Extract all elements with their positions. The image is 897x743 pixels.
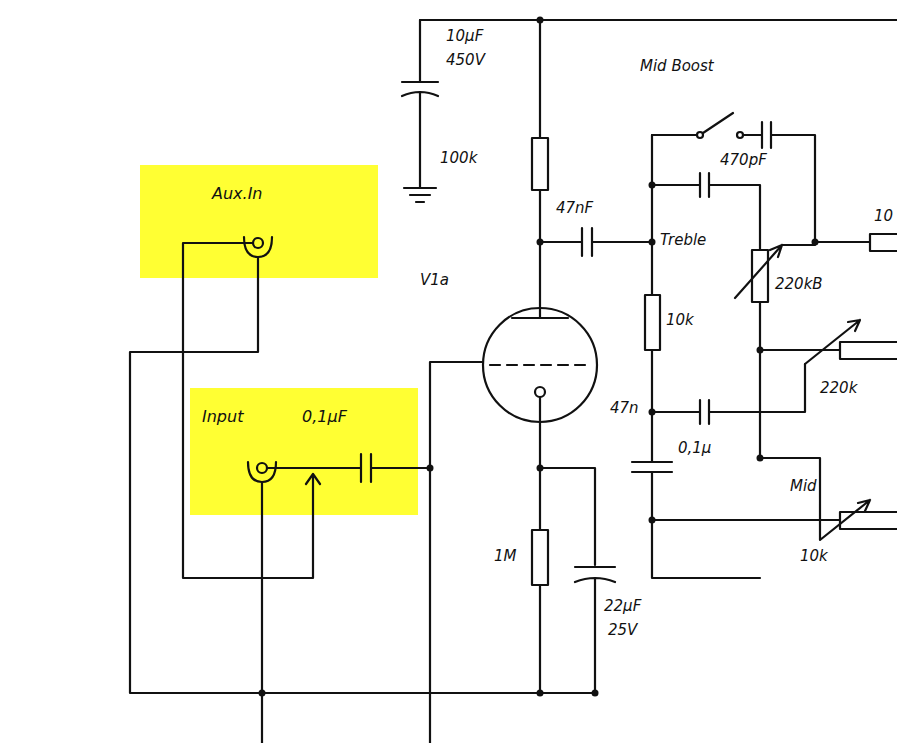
jack-symbol [253,238,263,248]
jack-wire [183,243,258,278]
component-value: 47n [610,400,639,417]
component-value: Mid [790,478,817,495]
junction-dot [649,517,656,524]
jack-drawing [140,165,378,278]
component-value: Mid Boost [640,58,714,75]
coupling-capacitor [540,228,652,256]
jack-label: Aux.In [212,185,263,203]
potentiometer-symbol [840,342,897,359]
tube-grid [490,364,590,366]
component-value: 25V [608,622,637,639]
component-value: 450V [446,52,485,69]
jack-symbol [244,237,272,257]
potentiometer-symbol [840,512,897,529]
component-value: 10k [800,548,828,565]
junction-dot [537,690,544,697]
bass-wire [652,350,840,424]
component-value: 220k [820,380,857,397]
junction-dot [649,182,656,189]
mid-wire [760,458,870,540]
treble-capacitor [652,173,760,458]
resistor-symbol [532,138,548,190]
jack-symbol [257,463,267,473]
jack-wire [262,454,418,515]
component-value: 470pF [720,152,767,169]
component-value: 47nF [556,200,593,217]
capacitor-value: 0,1μF [302,408,347,426]
component-value: 1M [494,548,517,565]
junction-dot [259,690,266,697]
tone-stack-wire [632,135,840,578]
component-value: V1a [420,272,449,289]
highlight-box: Aux.In [140,165,378,278]
supply-rail [420,19,897,21]
grid-wire [418,362,482,743]
component-value: 10 [874,208,893,225]
junction-dot [757,347,764,354]
junction-dot [649,239,656,246]
junction-dot [757,455,764,462]
tube-cathode [535,387,545,397]
component-value: 10μF [446,28,483,45]
junction-dot [537,239,544,246]
tube-anode [512,317,568,319]
plate-wire [539,20,541,318]
junction-dot [537,17,544,24]
component-value: Treble [660,232,706,249]
pot-wiper [805,320,860,364]
resistor-symbol [645,295,660,350]
junction-dot [812,239,819,246]
component-value: 22μF [604,598,641,615]
jack-symbol [248,462,276,482]
component-value: 0,1μ [678,440,711,457]
junction-dot [537,465,544,472]
switch-contact [306,474,320,515]
component-value: 10k [666,312,694,329]
junction-dot [427,465,434,472]
cathode-wire [540,397,615,693]
component-value: 100k [440,150,477,167]
junction-dot [592,690,599,697]
component-value: 220kB [775,276,823,293]
switch-contact [737,132,743,138]
jack-label: Input [202,408,243,426]
junction-dot [649,409,656,416]
ground-wire [130,278,595,743]
resistor-symbol [870,234,897,251]
filter-capacitor [402,20,438,202]
switch-contact [697,132,703,138]
resistor-symbol [532,530,548,585]
highlight-box: Input 0,1μF [190,388,418,515]
